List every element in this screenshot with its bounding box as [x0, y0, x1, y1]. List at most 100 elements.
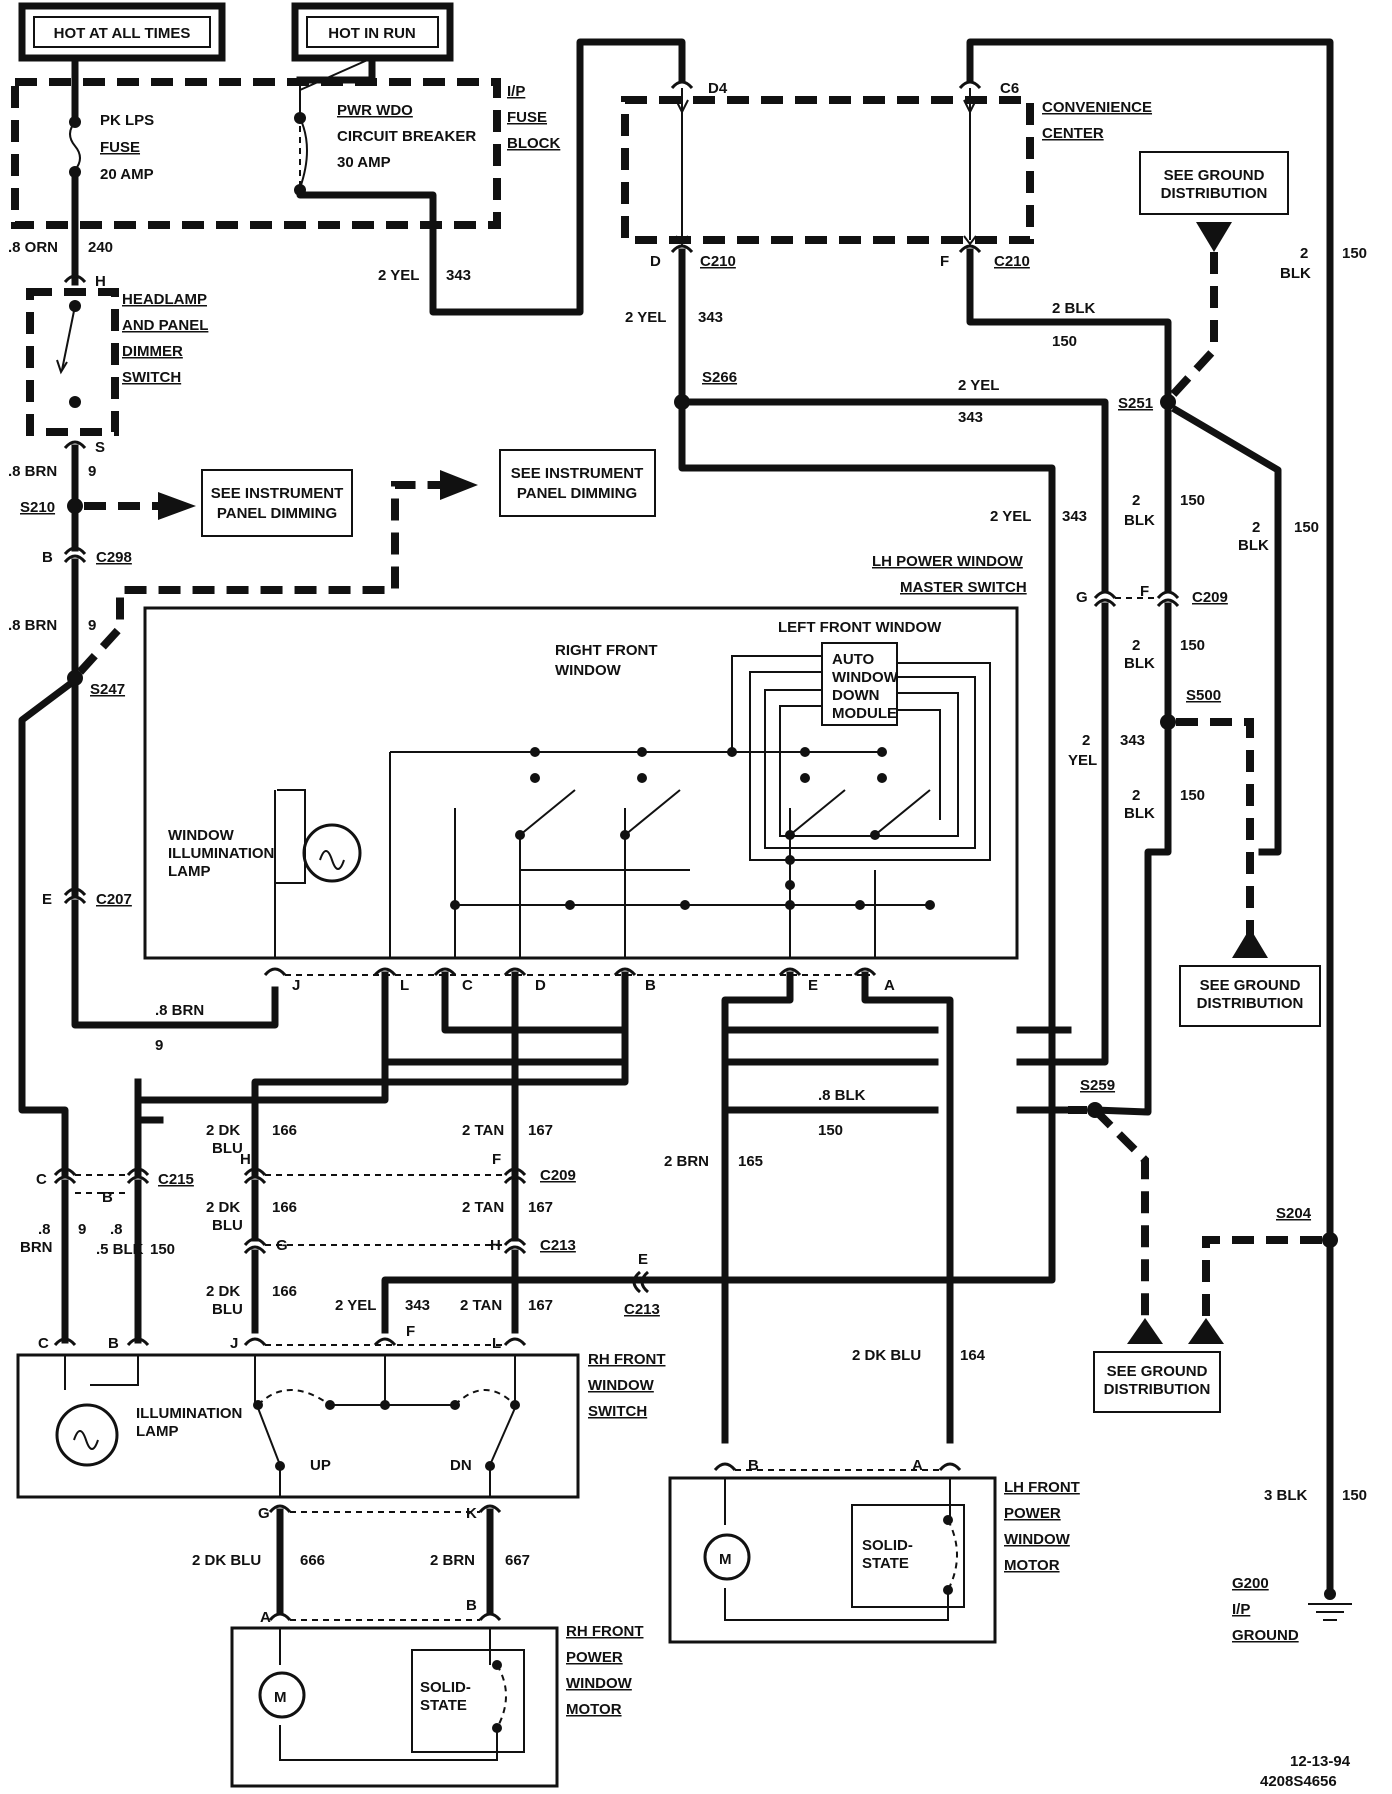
pin-c-master: C — [462, 977, 473, 994]
wire-240-color: .8 ORN — [8, 239, 58, 256]
wire-240-num: 240 — [88, 239, 113, 256]
fuse-block-label-2: FUSE — [507, 109, 547, 126]
wire-343-c213-num: 343 — [405, 1297, 430, 1314]
pin-s-headlamp: S — [95, 439, 105, 456]
breaker-label-1: PWR WDO — [337, 102, 413, 119]
wire-343-mid-color: 2 YEL — [990, 508, 1031, 525]
wire-9-c215-num: 9 — [78, 1221, 86, 1238]
pin-k-rh: K — [466, 1505, 477, 1522]
rh-lamp-label-1: ILLUMINATION — [136, 1405, 242, 1422]
lh-solid-label-1: SOLID- — [862, 1537, 913, 1554]
conn-c209-top: C209 — [1192, 589, 1228, 606]
left-front-label: LEFT FRONT WINDOW — [778, 619, 942, 636]
wire-167-c-num: 167 — [528, 1297, 553, 1314]
rh-switch-title-3: SWITCH — [588, 1403, 647, 1420]
conn-c213-b: C213 — [624, 1301, 660, 1318]
rh-motor-title-3: WINDOW — [566, 1675, 633, 1692]
wire-150-top-num: 150 — [1342, 245, 1367, 262]
hot-in-run-box: HOT IN RUN — [291, 2, 454, 62]
pin-b-lhm: B — [748, 1457, 759, 1474]
rh-dn-label: DN — [450, 1457, 472, 1474]
dimming-ref-b-2: PANEL DIMMING — [517, 485, 637, 502]
rh-switch-title-1: RH FRONT — [588, 1351, 666, 1368]
wire-150-c209-n2: 2 — [1132, 637, 1140, 654]
wire-150-blk8-color: .8 BLK — [818, 1087, 866, 1104]
wire-166-c-color1: 2 DK — [206, 1283, 240, 1300]
hot-at-all-times-label: HOT AT ALL TIMES — [54, 25, 191, 42]
pin-j-master: J — [292, 977, 300, 994]
module-label-4: MODULE — [832, 705, 897, 722]
conn-c210-a: C210 — [700, 253, 736, 270]
pin-c-c215: C — [36, 1171, 47, 1188]
wire-166-c-color2: BLU — [212, 1301, 243, 1318]
wire-150-s251-blk: BLK — [1124, 512, 1155, 529]
rh-switch-title-2: WINDOW — [588, 1377, 655, 1394]
wire-166-b-color2: BLU — [212, 1217, 243, 1234]
master-title-1: LH POWER WINDOW — [872, 553, 1024, 570]
convenience-center: D4 C6 D C210 F C210 CONVENIENCE CENTER — [621, 80, 1152, 270]
conn-c210-b: C210 — [994, 253, 1030, 270]
wire-9-top-num: 9 — [88, 463, 96, 480]
conn-c207: C207 — [96, 891, 132, 908]
wire-150-top-blk: BLK — [1280, 265, 1311, 282]
wire-150-c215-color: .5 BLK — [96, 1241, 144, 1258]
pin-f-rh: F — [406, 1323, 415, 1340]
wire-167-c-color: 2 TAN — [460, 1297, 502, 1314]
conn-c209-bottom: C209 — [540, 1167, 576, 1184]
lh-motor-title-3: WINDOW — [1004, 1531, 1071, 1548]
ground-ref-mid: SEE GROUND DISTRIBUTION — [1179, 928, 1321, 1027]
wire-150-c210f-color: 2 BLK — [1052, 300, 1096, 317]
module-label-2: WINDOW — [832, 669, 899, 686]
ground-ref-bottom-1: SEE GROUND — [1107, 1363, 1208, 1380]
wire-667-num: 667 — [505, 1552, 530, 1569]
wire-150-c215-num: 150 — [150, 1241, 175, 1258]
wire-343-num: 343 — [446, 267, 471, 284]
fuse-block-label-3: BLOCK — [507, 135, 560, 152]
fuse-block-label-1: I/P — [507, 83, 525, 100]
headlamp-label-2: AND PANEL — [122, 317, 208, 334]
wire-150-s500-n2: 2 — [1132, 787, 1140, 804]
wire-9-c215-a: .8 — [38, 1221, 51, 1238]
pin-d4: D4 — [708, 80, 728, 97]
wire-9-c215-b: BRN — [20, 1239, 53, 1256]
pin-d: D — [650, 253, 661, 270]
wire-9-top-color: .8 BRN — [8, 463, 57, 480]
dimming-ref-a-2: PANEL DIMMING — [217, 505, 337, 522]
right-front-label-2: WINDOW — [555, 662, 622, 679]
ground-ref-top: SEE GROUND DISTRIBUTION — [1139, 151, 1289, 252]
wire-343-c209-yel: YEL — [1068, 752, 1097, 769]
wire-343-s266-color: 2 YEL — [958, 377, 999, 394]
splice-s210: S210 — [20, 499, 55, 516]
wire-150-s251r-num: 150 — [1294, 519, 1319, 536]
ground-ref-top-2: DISTRIBUTION — [1161, 185, 1268, 202]
wire-167-b-color: 2 TAN — [462, 1199, 504, 1216]
wire-667-color: 2 BRN — [430, 1552, 475, 1569]
rh-motor-title-1: RH FRONT — [566, 1623, 644, 1640]
dimming-ref-b-1: SEE INSTRUMENT — [511, 465, 644, 482]
wire-9-mid-color: .8 BRN — [8, 617, 57, 634]
wire-150-c215-a: .8 — [110, 1221, 123, 1238]
wire-9-bot-color: .8 BRN — [155, 1002, 204, 1019]
wire-150-s500-blk: BLK — [1124, 805, 1155, 822]
pin-j-rh: J — [230, 1335, 238, 1352]
rh-up-label: UP — [310, 1457, 331, 1474]
wire-150-c209-num: 150 — [1180, 637, 1205, 654]
hot-in-run-label: HOT IN RUN — [328, 25, 416, 42]
wire-150-c210f-num: 150 — [1052, 333, 1077, 350]
fuse-label-3: 20 AMP — [100, 166, 154, 183]
wire-9-mid-num: 9 — [88, 617, 96, 634]
module-label-1: AUTO — [832, 651, 875, 668]
pin-g-c213: G — [276, 1237, 288, 1254]
ground-ref-bottom: SEE GROUND DISTRIBUTION — [1093, 1318, 1224, 1413]
pin-f-c209: F — [1140, 583, 1149, 600]
lh-motor-m: M — [719, 1551, 732, 1568]
wire-166-c-num: 166 — [272, 1283, 297, 1300]
pin-l-master: L — [400, 977, 409, 994]
pin-g-c209: G — [1076, 589, 1088, 606]
wire-666-num: 666 — [300, 1552, 325, 1569]
g200-label-2: I/P — [1232, 1601, 1250, 1618]
module-label-3: DOWN — [832, 687, 880, 704]
pin-b-master: B — [645, 977, 656, 994]
conv-center-label-2: CENTER — [1042, 125, 1104, 142]
